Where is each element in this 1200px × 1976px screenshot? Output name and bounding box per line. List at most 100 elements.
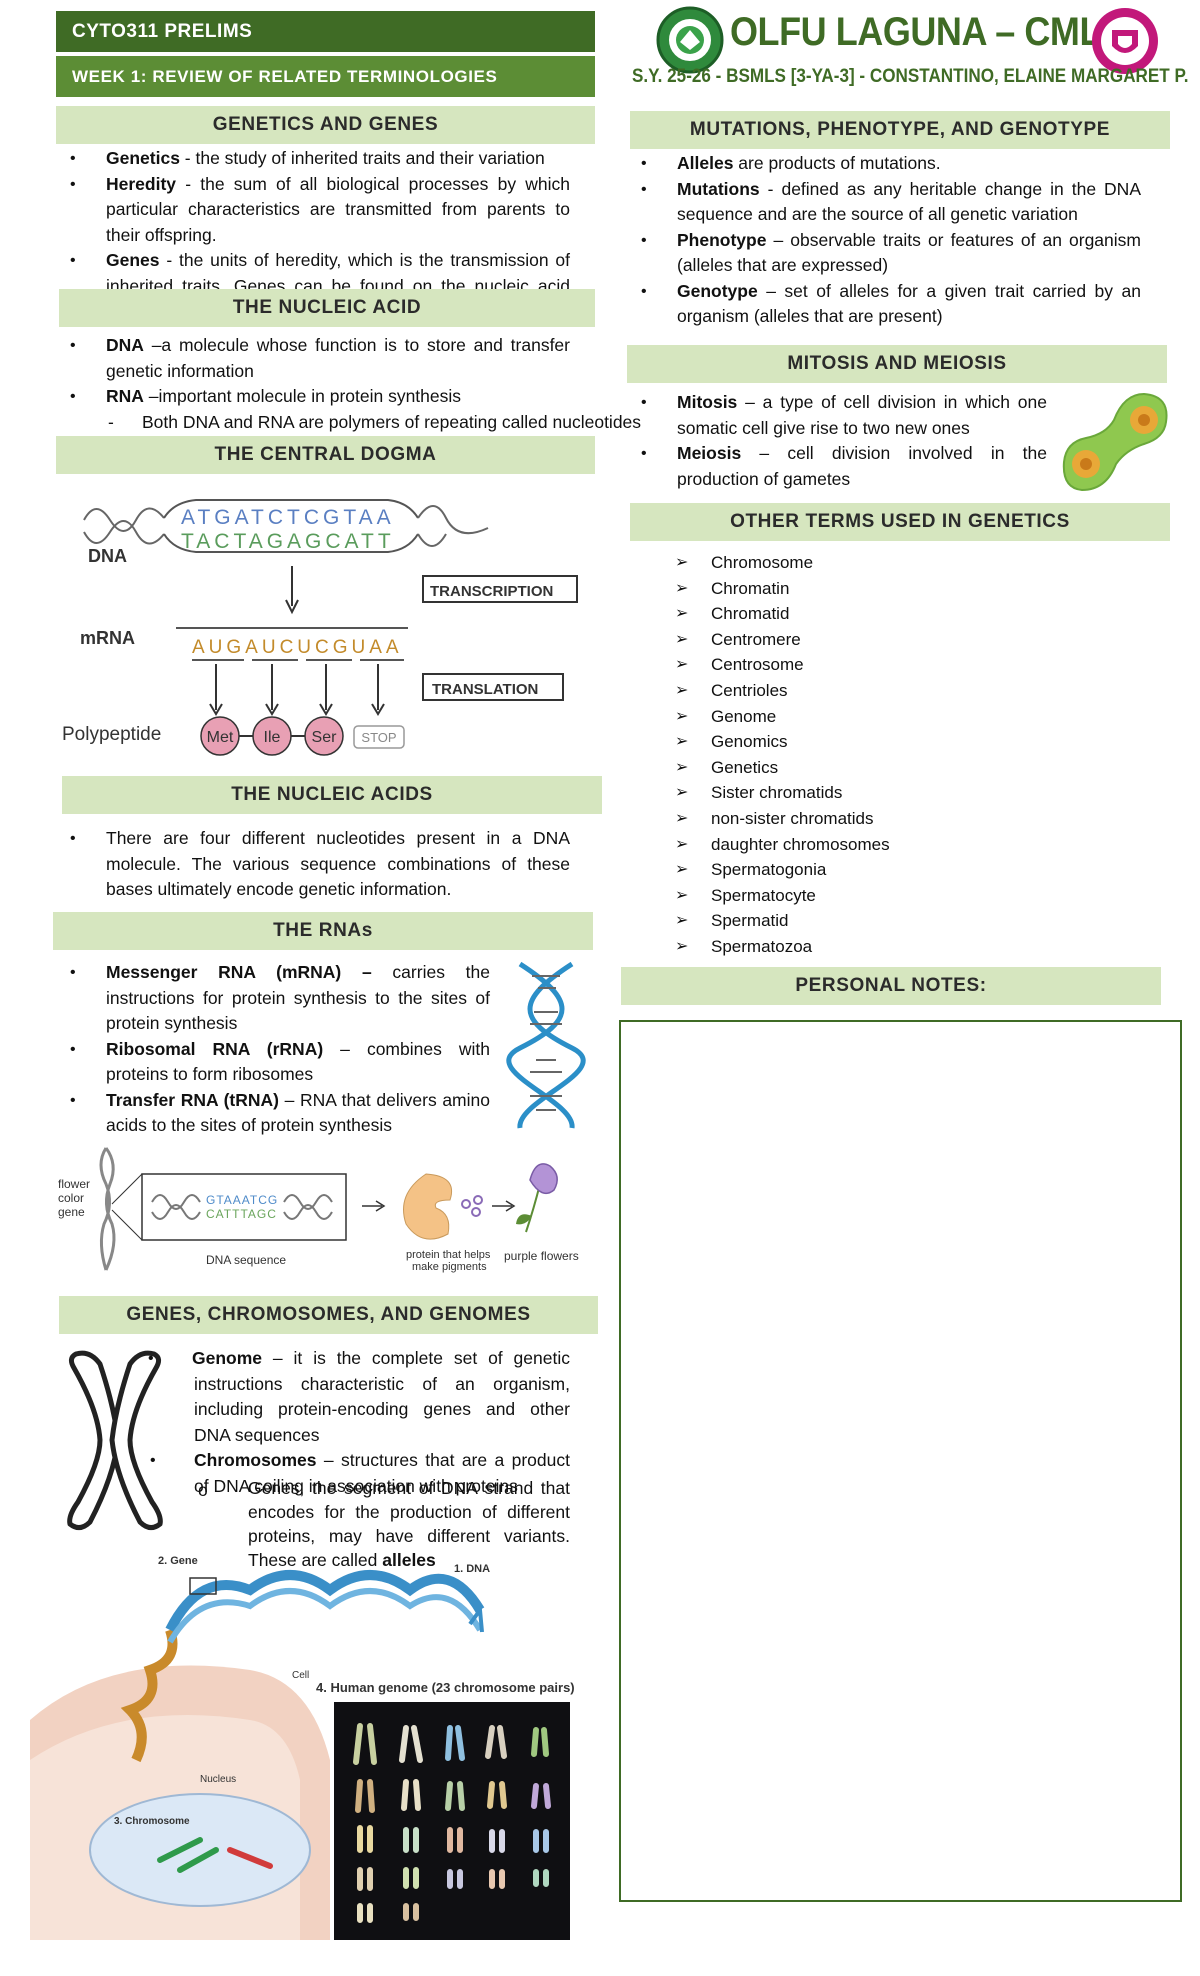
term: Phenotype	[677, 229, 767, 250]
alleles-text: Genes, the segment of DNA strand that en…	[248, 1476, 570, 1572]
list-item: Genome	[675, 704, 1075, 730]
protein-label: protein that helps	[406, 1249, 491, 1261]
definition: – it is the complete set of genetic inst…	[194, 1348, 570, 1445]
seq-bottom: CATTTAGC	[206, 1207, 277, 1221]
section-nucleic-acids-title: THE NUCLEIC ACIDS	[62, 776, 602, 814]
term: Transfer RNA (tRNA)	[106, 1089, 279, 1110]
list-item: Alleles are products of mutations.	[627, 151, 1141, 177]
central-dogma-figure: ATGATCTCGTAA TACTAGAGCATT DNA TRANSCRIPT…	[56, 488, 586, 768]
cmls-logo	[1090, 6, 1160, 76]
flowers-label: purple flowers	[504, 1249, 579, 1263]
term: Messenger RNA (mRNA) –	[106, 962, 372, 982]
dna-top-sequence: ATGATCTCGTAA	[181, 506, 395, 529]
gene-label: gene	[58, 1205, 85, 1219]
definition: – cell division involved in the producti…	[677, 443, 1047, 489]
list-item: Genetics	[675, 755, 1075, 781]
dna-helix-image	[506, 960, 586, 1132]
transcription-label: TRANSCRIPTION	[430, 583, 553, 600]
list-item: Spermatocyte	[675, 883, 1075, 909]
dna-bottom-sequence: TACTAGAGCATT	[181, 530, 395, 553]
definition: – a type of cell division in which one s…	[677, 392, 1047, 438]
gene-callout: 2. Gene	[158, 1555, 198, 1567]
list-item: Sister chromatids	[675, 780, 1075, 806]
polypeptide-label: Polypeptide	[62, 724, 161, 745]
chromosome-callout: 3. Chromosome	[114, 1816, 190, 1827]
term: Ribosomal RNA (rRNA)	[106, 1038, 324, 1059]
definition: – structures that are a product of DNA c…	[194, 1450, 570, 1496]
course-title: CYTO311 PRELIMS	[72, 20, 253, 42]
personal-notes-box[interactable]	[619, 1020, 1182, 1902]
definition: –a molecule whose function is to store a…	[106, 335, 570, 381]
mrna-sequence: AUGAUCUCGUAA	[192, 637, 403, 658]
stop-label: STOP	[361, 730, 396, 745]
list-item: Chromatid	[675, 601, 1075, 627]
list-item: Genome – it is the complete set of genet…	[136, 1346, 570, 1448]
list-item: Chromatin	[675, 576, 1075, 602]
mrna-label: mRNA	[80, 628, 135, 648]
list-item: DNA –a molecule whose function is to sto…	[56, 333, 570, 384]
genome-figure: 2. Gene 1. DNA Cell Nucleus 3. Chromosom…	[30, 1550, 610, 1940]
stop-box	[353, 725, 405, 749]
term: DNA	[106, 335, 144, 355]
translation-box	[422, 673, 564, 701]
term: Genetics	[106, 148, 180, 168]
section-genetics-title: GENETICS AND GENES	[56, 106, 595, 144]
school-name: OLFU LAGUNA – CMLS	[730, 10, 1125, 54]
gene-label: flower	[58, 1177, 90, 1191]
dna-callout: 1. DNA	[454, 1563, 490, 1575]
mitosis-list: Mitosis – a type of cell division in whi…	[627, 390, 1047, 492]
translation-label: TRANSLATION	[432, 681, 538, 698]
olfu-logo	[656, 6, 724, 74]
definition: - the study of inherited traits and thei…	[179, 148, 545, 168]
seq-top: GTAAATCG	[206, 1193, 278, 1207]
list-item: Messenger RNA (mRNA) – carries the instr…	[56, 960, 490, 1037]
list-item: Genotype – set of alleles for a given tr…	[627, 279, 1141, 330]
definition: –important molecule in protein synthesis	[143, 386, 462, 406]
course-title-bar: CYTO311 PRELIMS	[56, 11, 595, 52]
alleles-term: alleles	[382, 1550, 436, 1570]
list-item: Chromosomes – structures that are a prod…	[136, 1448, 570, 1499]
section-other-terms-title: OTHER TERMS USED IN GENETICS	[630, 503, 1170, 541]
nucleic-acid-subitem: -Both DNA and RNA are polymers of repeat…	[108, 412, 642, 432]
list-item: daughter chromosomes	[675, 832, 1075, 858]
list-item: Spermatid	[675, 908, 1075, 934]
list-item: Transfer RNA (tRNA) – RNA that delivers …	[56, 1088, 490, 1139]
definition: carries the instructions for protein syn…	[106, 962, 490, 1033]
term: Chromosomes	[194, 1450, 317, 1470]
term: Genotype	[677, 280, 758, 301]
section-rnas-title: THE RNAs	[53, 912, 593, 950]
definition: are products of mutations.	[733, 153, 941, 173]
subitem-text: Both DNA and RNA are polymers of repeati…	[142, 412, 642, 432]
rnas-list: Messenger RNA (mRNA) – carries the instr…	[56, 960, 490, 1139]
section-mutations-title: MUTATIONS, PHENOTYPE, AND GENOTYPE	[630, 111, 1170, 149]
list-item: RNA –important molecule in protein synth…	[56, 384, 570, 410]
nucleic-acid-list: DNA –a molecule whose function is to sto…	[56, 333, 570, 410]
definition: – combines with proteins to form ribosom…	[106, 1038, 490, 1085]
list-item: Genomics	[675, 729, 1075, 755]
term: Genes	[106, 250, 160, 270]
student-line: S.Y. 25-26 - BSMLS [3-YA-3] - CONSTANTIN…	[632, 66, 1189, 87]
dna-label: DNA	[88, 546, 127, 566]
definition: - the sum of all biological processes by…	[106, 173, 570, 245]
section-mitosis-title: MITOSIS AND MEIOSIS	[627, 345, 1167, 383]
amino-acid-label: Met	[207, 729, 234, 746]
week-title-bar: WEEK 1: REVIEW OF RELATED TERMINOLOGIES	[56, 56, 595, 97]
section-genomes-title: GENES, CHROMOSOMES, AND GENOMES	[59, 1296, 598, 1334]
term: RNA	[106, 386, 144, 406]
list-item: Spermatozoa	[675, 934, 1075, 960]
list-item: Centrosome	[675, 652, 1075, 678]
section-nucleic-acid-title: THE NUCLEIC ACID	[59, 289, 595, 327]
list-item: non-sister chromatids	[675, 806, 1075, 832]
list-item: Genetics - the study of inherited traits…	[56, 146, 570, 172]
cell-callout: Cell	[292, 1670, 309, 1681]
week-title: WEEK 1: REVIEW OF RELATED TERMINOLOGIES	[72, 66, 498, 86]
transcription-box	[422, 575, 578, 603]
karyotype-chromosomes	[353, 1723, 551, 1923]
definition: – observable traits or features of an or…	[677, 229, 1141, 276]
genomes-list: Genome – it is the complete set of genet…	[136, 1346, 570, 1499]
list-item: Mutations - defined as any heritable cha…	[627, 177, 1141, 228]
list-item: Chromosome	[675, 550, 1075, 576]
list-item: Centromere	[675, 627, 1075, 653]
nucleus-callout: Nucleus	[200, 1774, 236, 1785]
gene-label: color	[58, 1191, 84, 1205]
